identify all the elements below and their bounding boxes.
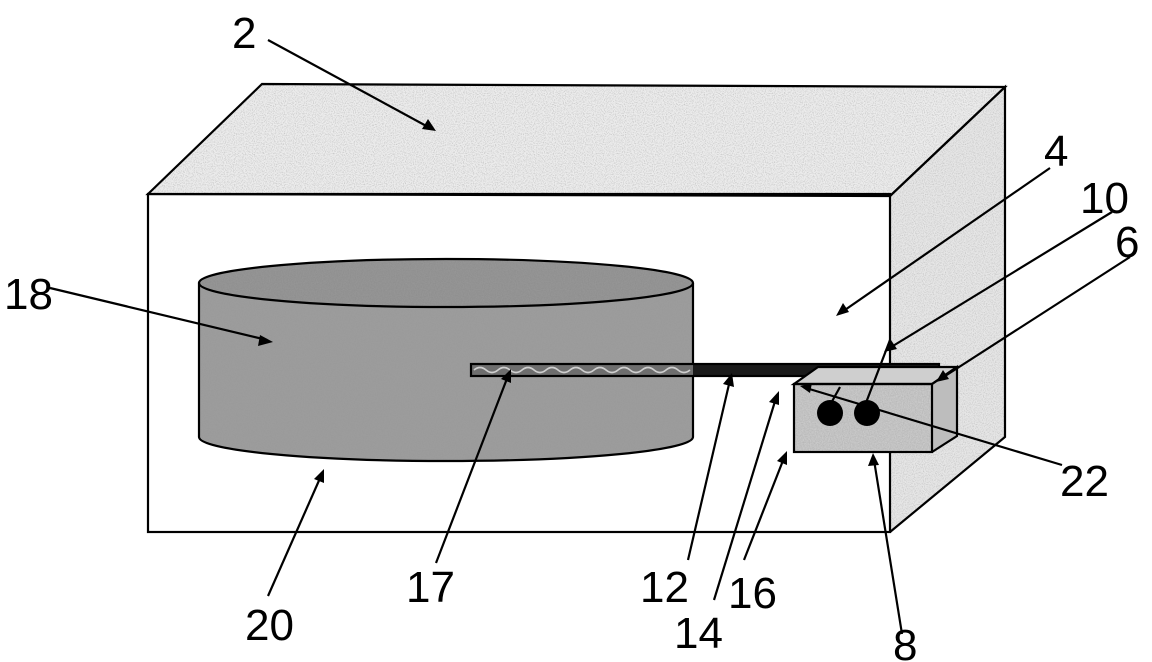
leader-lines [49,39,1131,635]
strip [469,362,941,378]
label-8: 8 [893,621,917,662]
label-22: 22 [1060,457,1109,506]
module-contact-left [817,400,843,426]
module-box [790,364,961,454]
label-20: 20 [245,601,294,650]
label-4: 4 [1044,127,1068,176]
reference-numerals: 2 4 10 6 18 22 17 12 16 20 14 8 [4,9,1139,662]
label-17: 17 [406,563,455,612]
label-18: 18 [4,270,53,319]
label-10: 10 [1080,174,1129,223]
label-12: 12 [640,563,689,612]
label-6: 6 [1115,218,1139,267]
label-14: 14 [674,609,723,658]
label-16: 16 [728,569,777,618]
label-2: 2 [232,9,256,58]
canister [197,257,695,463]
module-contact-right [854,400,880,426]
